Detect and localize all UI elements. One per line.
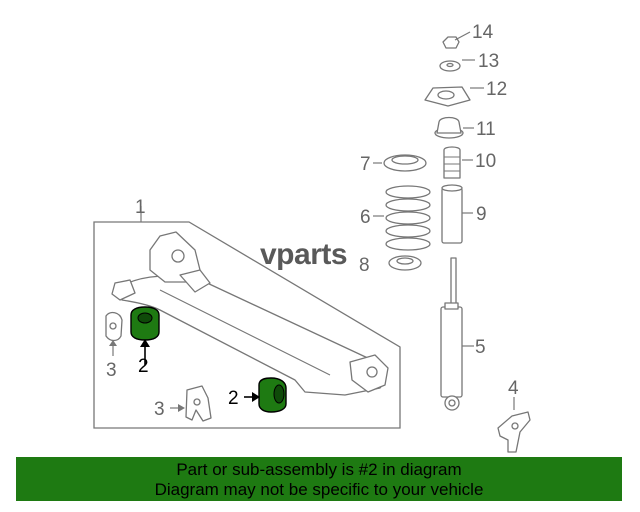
leader-14 (454, 31, 471, 41)
bushing-part-2-left[interactable] (130, 306, 160, 341)
insulator-part-11 (434, 116, 464, 139)
callout-6: 6 (360, 207, 371, 228)
dust-boot-part-9 (441, 184, 463, 244)
callout-10: 10 (475, 151, 496, 172)
coil-spring-part-6 (385, 185, 431, 251)
callout-1: 1 (135, 197, 146, 218)
callout-14: 14 (472, 22, 494, 43)
rear-axle-beam (111, 231, 389, 396)
callout-12: 12 (486, 79, 507, 100)
bracket-part-3-lower (185, 385, 212, 422)
washer-part-13 (439, 60, 461, 72)
callout-4: 4 (508, 378, 519, 399)
shock-absorber-part-5 (440, 257, 463, 411)
spring-seat-part-7 (383, 154, 427, 172)
bracket-part-4 (497, 411, 531, 453)
bushing-part-2-right[interactable] (258, 377, 287, 413)
caption-line-1: Part or sub-assembly is #2 in diagram (176, 460, 462, 479)
callout-11: 11 (476, 119, 496, 140)
caption-line-2: Diagram may not be specific to your vehi… (154, 480, 484, 499)
callout-7: 7 (360, 154, 371, 175)
callout-3a: 3 (106, 360, 117, 381)
insulator-part-8 (388, 255, 422, 271)
assembly-box (93, 221, 401, 429)
watermark-logo: vparts (260, 238, 348, 271)
callout-9: 9 (476, 204, 487, 225)
callout-13: 13 (478, 51, 499, 72)
callout-5: 5 (475, 337, 486, 358)
callout-2a[interactable]: 2 (138, 356, 149, 377)
callout-3b: 3 (154, 399, 165, 420)
callout-8: 8 (359, 255, 370, 276)
bracket-part-3-upper (105, 311, 123, 342)
mount-part-12 (424, 86, 471, 107)
caption-banner: Part or sub-assembly is #2 in diagram Di… (16, 457, 622, 501)
bump-stop-part-10 (443, 146, 461, 179)
callout-2b[interactable]: 2 (228, 388, 239, 409)
